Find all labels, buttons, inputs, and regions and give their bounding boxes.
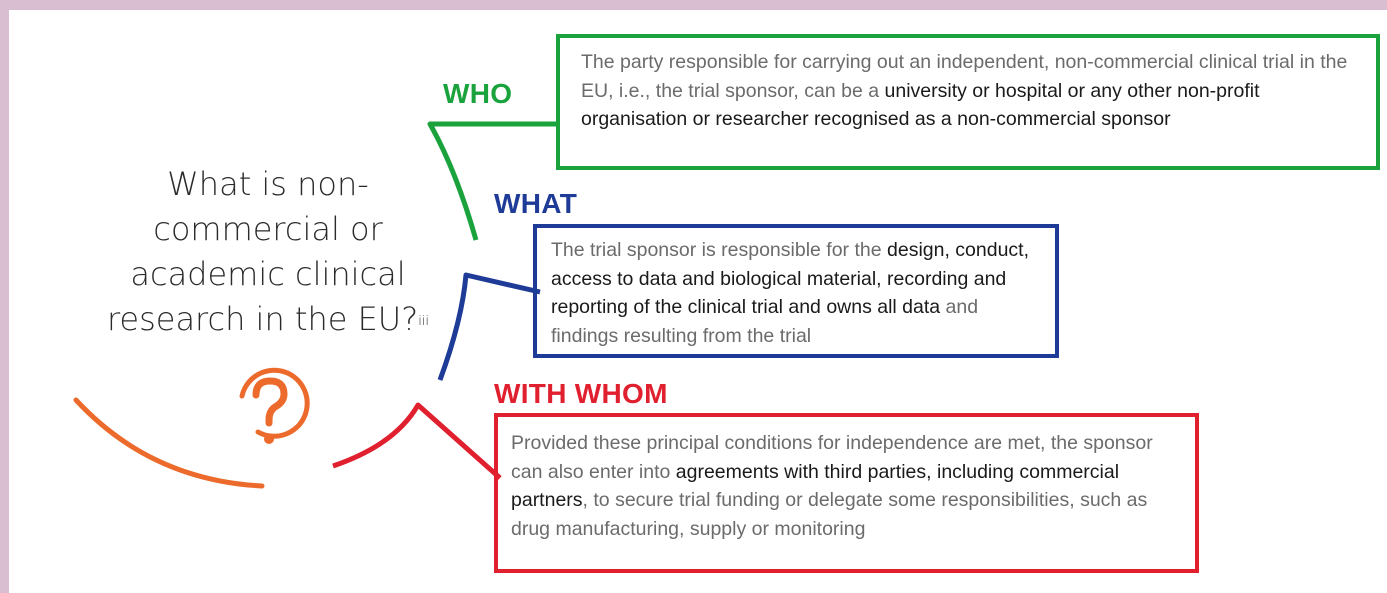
content-panel [9,10,1387,593]
with-whom-text-3: , to secure trial funding or delegate so… [511,489,1148,540]
question-line-1: What is non- [167,165,369,203]
question-circle-icon [239,367,310,444]
who-text-2: university or hospital or any other non-… [581,79,1260,131]
question-line-4-text: research in the EU? [106,300,419,338]
question-footnote-marker: iii [418,314,430,329]
red-connector [332,402,502,480]
with-whom-text-2: agreements with third parties, including… [511,460,1120,512]
question-line-2: commercial or [153,210,383,248]
what-text-2: design, conduct, access to data and biol… [551,239,1030,318]
green-connector [427,121,560,241]
blue-connector [437,272,541,381]
with-whom-box: Provided these principal conditions for … [494,413,1199,573]
with-whom-heading: WITH WHOM [494,378,668,409]
orange-arc [73,397,265,489]
what-heading: WHAT [494,188,578,219]
who-text-1: The party responsible for carrying out a… [581,51,1348,102]
who-heading: WHO [443,78,513,109]
what-text-1: The trial sponsor is responsible for the [551,239,887,261]
question-line-3: academic clinical [130,255,406,293]
what-box: The trial sponsor is responsible for the… [533,224,1059,358]
question-line-4: research in the EU?iii [68,297,468,342]
with-whom-text-1: Provided these principal conditions for … [511,432,1153,483]
what-text-3: and findings resulting from the trial [551,296,979,347]
who-box: The party responsible for carrying out a… [556,34,1380,170]
central-question: What is non- commercial or academic clin… [68,162,468,342]
